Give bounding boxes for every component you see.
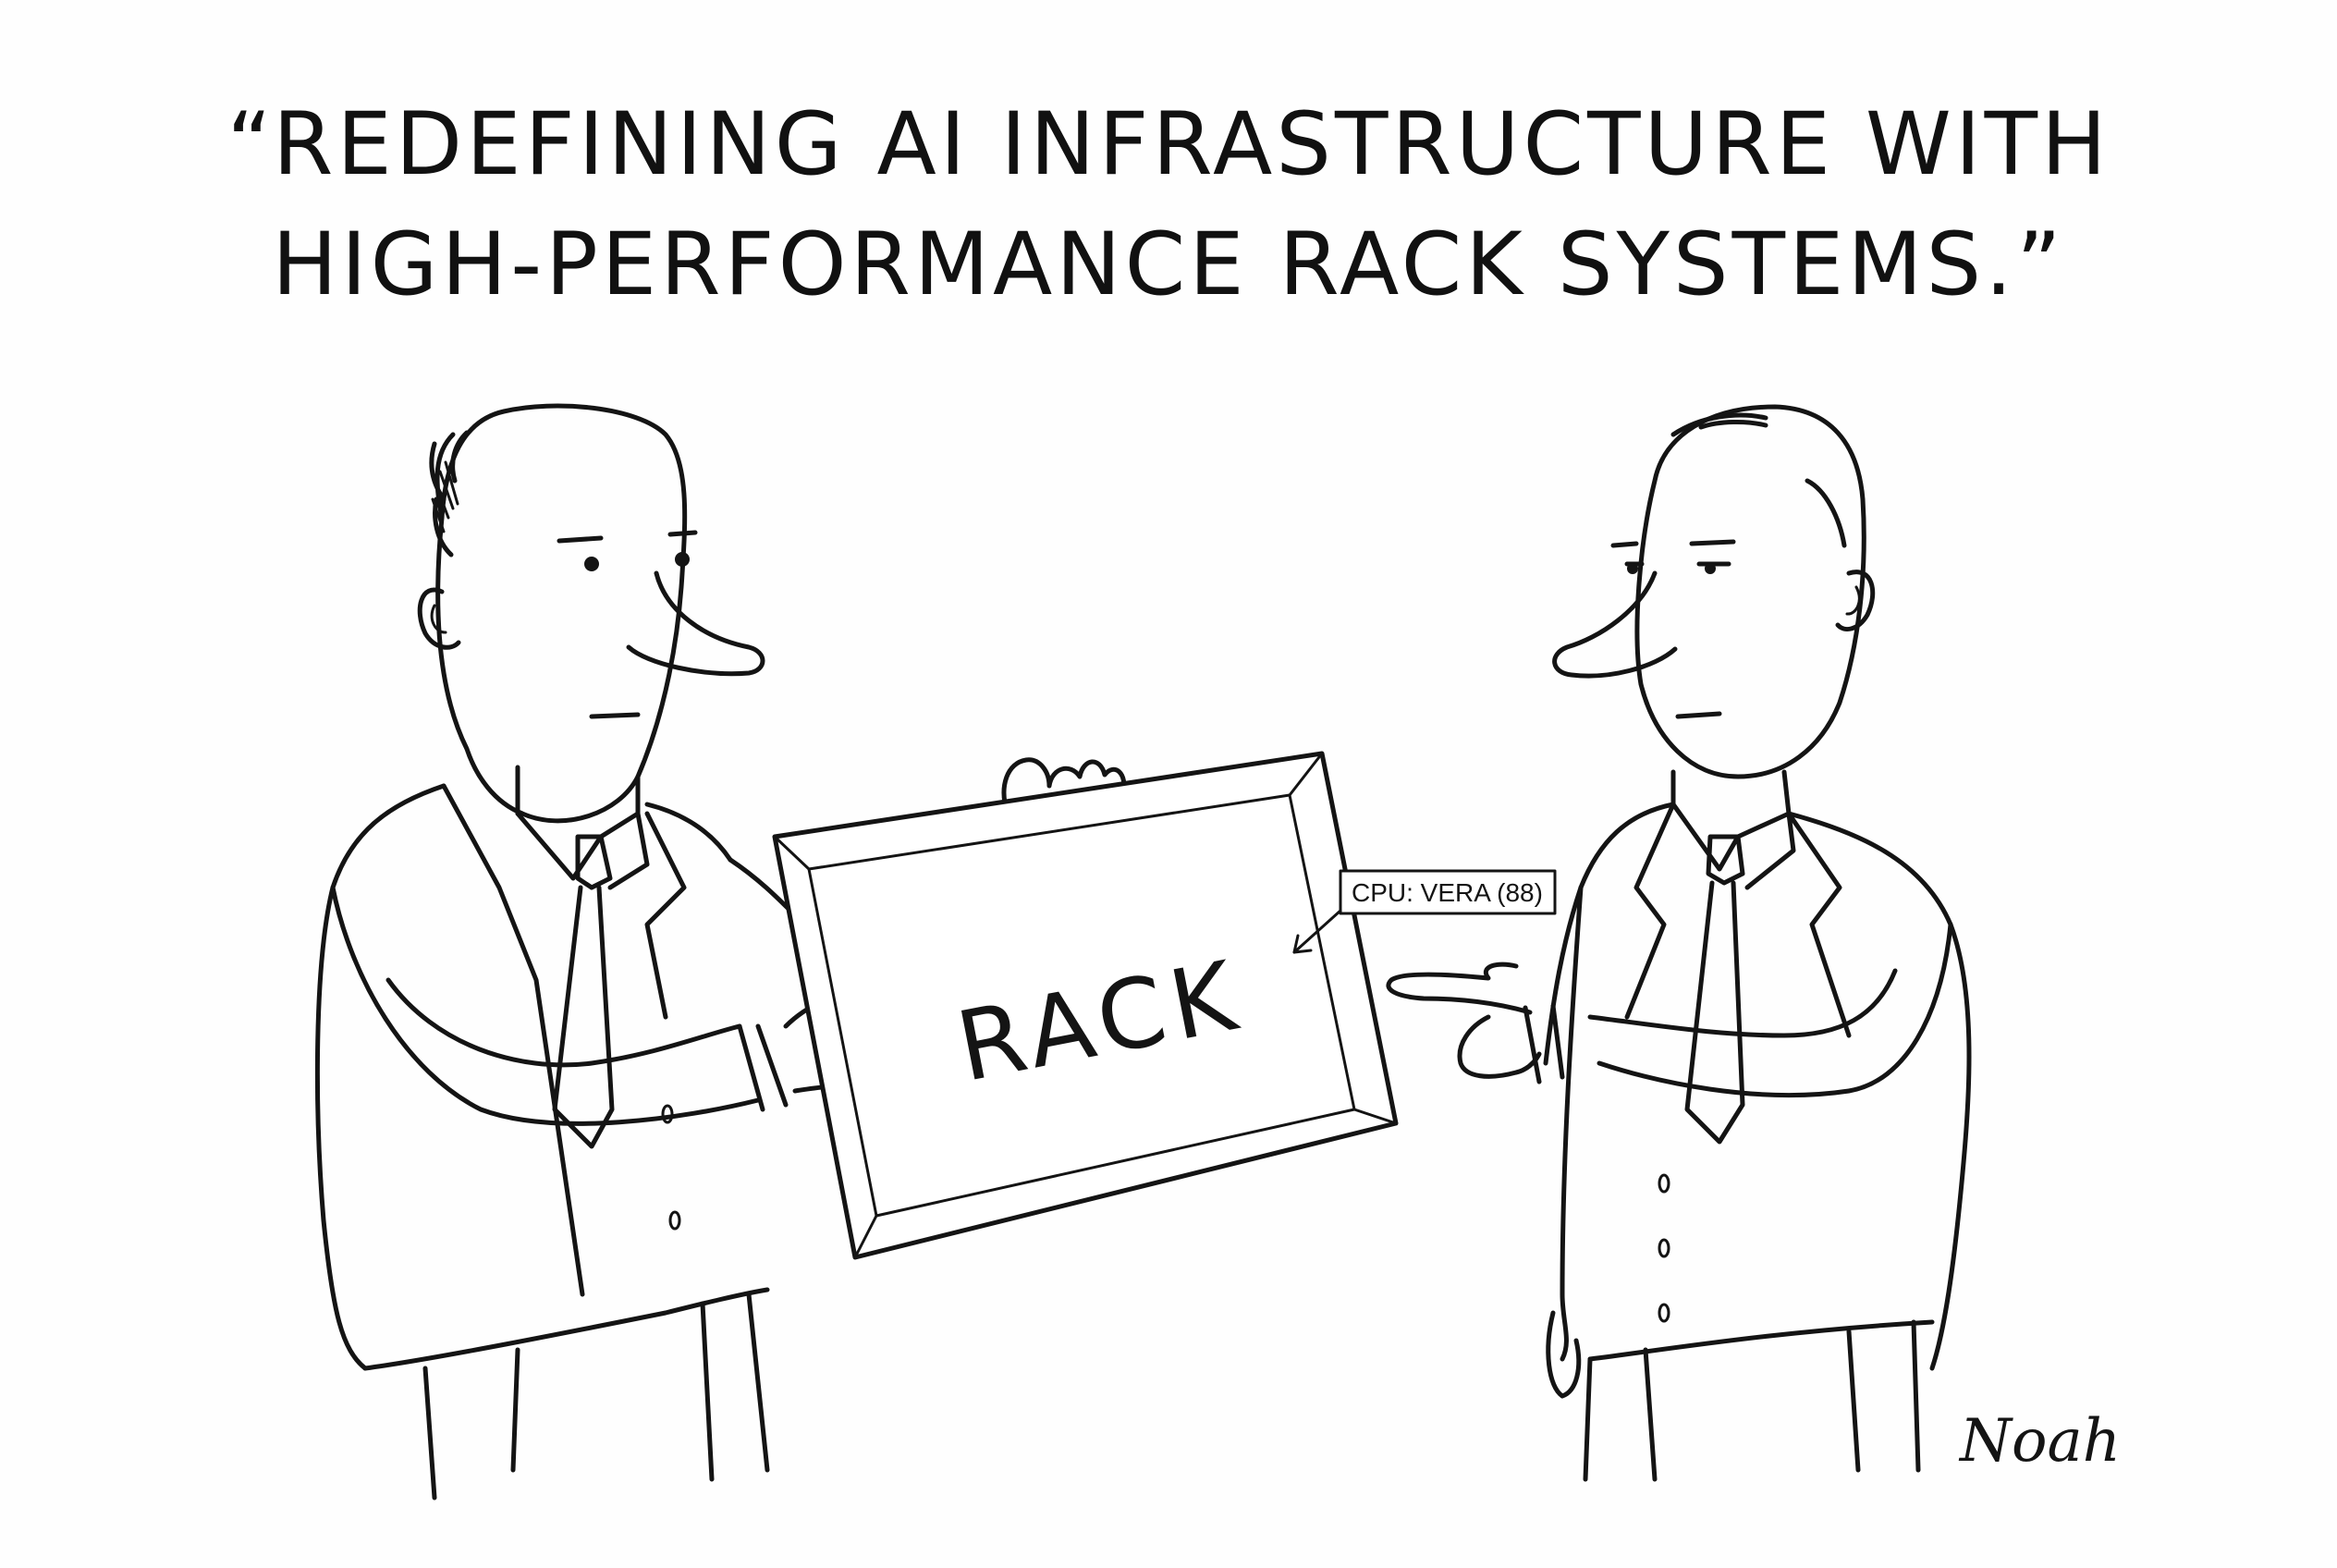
left-hair — [429, 430, 470, 557]
right-pupil-2 — [1705, 563, 1716, 574]
right-trousers — [1583, 1319, 1921, 1482]
left-nose — [626, 570, 765, 677]
right-tie-knot — [1706, 834, 1745, 886]
left-trousers — [422, 1292, 770, 1501]
right-nose — [1552, 570, 1678, 679]
right-mouth — [1675, 711, 1722, 719]
caption-line-2: HIGH-PERFORMANCE RACK SYSTEMS.” — [272, 214, 2065, 315]
right-ear-inner — [1845, 585, 1861, 616]
left-tie-knot — [575, 834, 613, 890]
right-ear — [1835, 570, 1876, 632]
right-pointing-hand — [1386, 962, 1542, 1079]
right-jacket-hem — [1587, 1319, 1935, 1362]
left-eye-2 — [675, 552, 690, 567]
right-brow-2 — [1689, 539, 1736, 546]
right-button-2 — [1658, 1238, 1670, 1258]
right-lapel-right — [1786, 811, 1852, 1038]
left-ear-inner — [430, 604, 447, 634]
right-brow-1 — [1610, 541, 1639, 548]
left-head-outline — [435, 403, 688, 824]
left-jacket-hem — [362, 1287, 770, 1371]
right-neck — [1670, 769, 1792, 816]
right-button-1 — [1658, 1173, 1670, 1194]
left-neck — [515, 765, 641, 816]
right-head-outline — [1634, 404, 1866, 779]
left-button-2 — [668, 1210, 681, 1231]
right-jacket-right-side — [1786, 811, 1972, 1371]
left-lapel-right — [644, 811, 687, 1020]
left-mouth — [589, 712, 641, 719]
left-cuff — [737, 1023, 789, 1112]
right-man — [1386, 404, 1972, 1482]
right-cuff — [1523, 1003, 1565, 1084]
right-arm-pointing-outer — [1597, 922, 1953, 1098]
rack-sign: RACK — [772, 751, 1399, 1260]
cpu-tag-label: CPU: VERA (88) — [1352, 878, 1543, 907]
right-lapel-left — [1624, 802, 1676, 1020]
left-collar — [515, 811, 650, 890]
left-eye-1 — [584, 557, 599, 571]
right-pupil-1 — [1627, 563, 1638, 574]
cpu-tag: CPU: VERA (88) — [1292, 869, 1557, 954]
left-lapel-left — [441, 783, 585, 1297]
left-ear — [417, 587, 461, 650]
left-hair-strands — [431, 460, 459, 533]
left-tie — [552, 885, 615, 1149]
left-button-1 — [661, 1104, 674, 1124]
artist-signature: Noah — [1958, 1407, 2121, 1476]
right-collar — [1670, 802, 1796, 890]
cpu-tag-box — [1339, 869, 1557, 915]
left-shoulder-right — [644, 802, 733, 863]
left-brow-1 — [557, 535, 604, 544]
left-brow-2 — [667, 530, 698, 537]
left-arm-lower-inner — [385, 977, 742, 1068]
left-man — [314, 403, 1127, 1501]
sign-fill — [775, 753, 1396, 1257]
right-hanging-hand — [1546, 1310, 1582, 1399]
right-hair — [1670, 412, 1847, 548]
left-arm-lower-outer — [330, 885, 761, 1126]
right-button-3 — [1658, 1303, 1670, 1323]
cpu-tag-pointer-line — [1292, 909, 1342, 954]
cartoon-caption: “REDEFINING AI INFRASTRUCTURE WITH HIGH-… — [0, 85, 2337, 325]
caption-line-1: “REDEFINING AI INFRASTRUCTURE WITH — [226, 94, 2111, 195]
sign-frame-corners — [773, 752, 1398, 1259]
right-arm-hanging — [1560, 885, 1584, 1362]
left-jacket-left-side — [314, 783, 447, 1371]
right-tie — [1684, 880, 1745, 1145]
cpu-tag-arrowhead — [1292, 934, 1313, 954]
right-arm-pointing-inner — [1587, 968, 1898, 1038]
